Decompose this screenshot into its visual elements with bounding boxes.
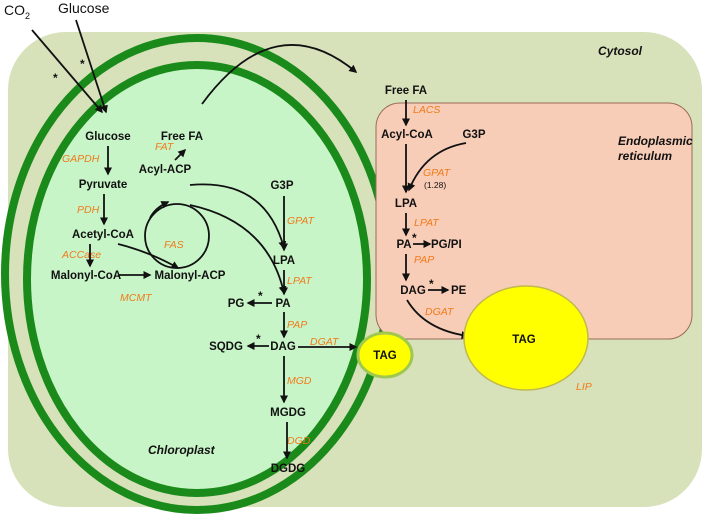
chloroplast-pg: PG bbox=[228, 298, 245, 310]
chloroplast-mgdg: MGDG bbox=[270, 407, 306, 419]
asterisk-dag-sqdg: * bbox=[256, 332, 261, 346]
arrow-g3p-lpa-er bbox=[407, 142, 467, 192]
er-lpa: LPA bbox=[395, 198, 417, 210]
asterisk-dag-pe: * bbox=[429, 277, 434, 291]
chloroplast-free-fa: Free FA bbox=[161, 131, 203, 143]
er-acyl-coa: Acyl-CoA bbox=[381, 129, 433, 141]
enzyme-pdh: PDH bbox=[77, 204, 100, 216]
enzyme-gapdh: GAPDH bbox=[62, 153, 100, 165]
enzyme-pap-chloroplast: PAP bbox=[287, 319, 307, 331]
arrow-acetyl-coa-malonyl-acp bbox=[117, 243, 180, 269]
enzyme-fas: FAS bbox=[164, 239, 184, 251]
chloroplast-dag: DAG bbox=[270, 341, 296, 353]
chloroplast-tag: TAG bbox=[373, 350, 396, 362]
chloroplast-lpa: LPA bbox=[273, 255, 295, 267]
asterisk-glucose-import: * bbox=[80, 57, 85, 71]
enzyme-fat: FAT bbox=[155, 141, 175, 153]
arrow-dag-tag-er bbox=[406, 299, 470, 340]
glucose-import-arrow bbox=[75, 19, 108, 114]
asterisk-pa-pgpi: * bbox=[412, 231, 417, 245]
chloroplast-acetyl-coa: Acetyl-CoA bbox=[72, 229, 134, 241]
arrow-fas-cycle-acyl-acp bbox=[149, 201, 170, 219]
enzyme-lpat-chloroplast: LPAT bbox=[287, 275, 313, 287]
co2-label: CO2 bbox=[4, 2, 30, 21]
chloroplast-glucose: Glucose bbox=[85, 131, 130, 143]
er-pa: PA bbox=[396, 239, 411, 251]
enzyme-lip: LIP bbox=[576, 381, 592, 393]
enzyme-dgd: DGD bbox=[287, 435, 311, 447]
er-free-fa: Free FA bbox=[385, 85, 427, 97]
arrow-acyl-acp-lpat bbox=[189, 204, 287, 295]
er-label-line2: reticulum bbox=[618, 149, 672, 163]
er-dag: DAG bbox=[400, 285, 426, 297]
chloroplast-acyl-acp: Acyl-ACP bbox=[139, 164, 192, 176]
chloroplast-sqdg: SQDG bbox=[209, 341, 243, 353]
enzyme-pap-er: PAP bbox=[414, 254, 434, 266]
er-label-line1: Endoplasmic bbox=[618, 134, 693, 148]
chloroplast-malonyl-acp: Malonyl-ACP bbox=[155, 270, 226, 282]
enzyme-dgat-chloroplast: DGAT bbox=[310, 336, 340, 348]
fas-cycle bbox=[144, 203, 210, 269]
arrow-acyl-acp-free-fa bbox=[174, 148, 187, 161]
tag-droplet-chloroplast bbox=[356, 331, 414, 379]
cytosol-label: Cytosol bbox=[598, 44, 643, 58]
chloroplast-dgdg: DGDG bbox=[271, 463, 306, 475]
er-g3p: G3P bbox=[462, 129, 485, 141]
enzyme-mcmt: MCMT bbox=[120, 292, 153, 304]
enzyme-lpat-er: LPAT bbox=[414, 217, 440, 229]
co2-arrow bbox=[31, 29, 103, 114]
chloroplast-malonyl-coa: Malonyl-CoA bbox=[51, 270, 121, 282]
enzyme-accase: ACCase bbox=[61, 249, 101, 261]
glucose-input-label: Glucose bbox=[58, 0, 110, 16]
chloroplast-pa: PA bbox=[275, 298, 290, 310]
chloroplast-inner-membrane bbox=[23, 61, 371, 497]
er-pg-pi: PG/PI bbox=[431, 239, 462, 251]
enzyme-gpat-chloroplast: GPAT bbox=[287, 215, 316, 227]
arrow-acyl-acp-gpat bbox=[189, 183, 287, 250]
enzyme-dgat-er: DGAT bbox=[425, 306, 455, 318]
chloroplast-g3p: G3P bbox=[270, 180, 293, 192]
er-tag: TAG bbox=[512, 334, 535, 346]
arrow-free-fa-export bbox=[201, 44, 358, 105]
asterisk-pa-pg: * bbox=[258, 289, 263, 303]
enzyme-gpat-er: GPAT bbox=[423, 167, 452, 179]
enzyme-mgd: MGD bbox=[287, 375, 312, 387]
chloroplast-label: Chloroplast bbox=[148, 443, 216, 457]
er-pe: PE bbox=[451, 285, 467, 297]
gpat-er-value: (1.28) bbox=[424, 180, 446, 190]
enzyme-lacs: LACS bbox=[413, 104, 440, 116]
chloroplast-pyruvate: Pyruvate bbox=[79, 179, 128, 191]
asterisk-co2: * bbox=[53, 71, 58, 85]
tag-droplet-er bbox=[463, 285, 589, 391]
